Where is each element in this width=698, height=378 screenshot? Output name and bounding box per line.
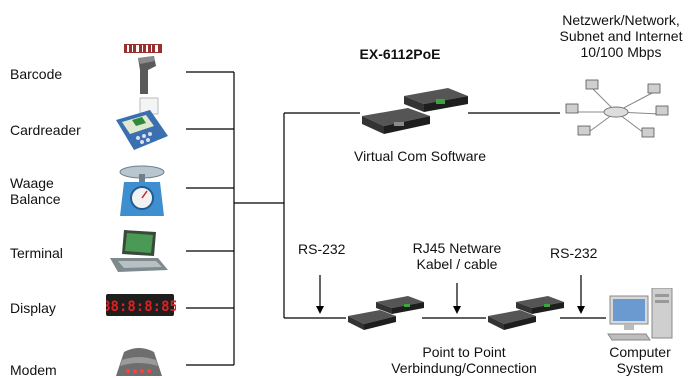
display-digits: 88:8:8:85 [106, 299, 176, 315]
product-title: EX-6112PoE [359, 46, 441, 62]
led-display-icon: 88:8:8:85 [106, 292, 176, 318]
rs232-left-label: RS-232 [298, 241, 346, 257]
terminal-icon [106, 228, 170, 276]
p2p-device-right-icon [486, 294, 566, 332]
computer-icon [606, 288, 680, 342]
device-label-barcode: Barcode [10, 66, 63, 82]
network-icon [560, 76, 672, 146]
network-label: Netzwerk/Network, Subnet and Internet 10… [559, 12, 683, 60]
rj45-label: RJ45 Netware Kabel / cable [412, 240, 502, 272]
device-label-modem: Modem [10, 362, 57, 378]
virtual-com-label: Virtual Com Software [353, 148, 486, 164]
device-label-cardreader: Cardreader [10, 122, 81, 138]
scale-icon [116, 164, 168, 218]
barcode-scanner-icon [118, 40, 166, 98]
p2p-label: Point to Point Verbindung/Connection [391, 344, 537, 376]
device-server-icon [360, 86, 470, 136]
device-label-display: Display [10, 300, 56, 316]
rs232-right-label: RS-232 [550, 245, 598, 261]
device-label-terminal: Terminal [10, 245, 63, 261]
card-terminal-icon [110, 96, 174, 156]
computer-label: Computer System [609, 344, 671, 376]
device-label-balance: Waage Balance [10, 175, 61, 207]
modem-icon [114, 346, 164, 378]
p2p-device-left-icon [346, 294, 426, 332]
